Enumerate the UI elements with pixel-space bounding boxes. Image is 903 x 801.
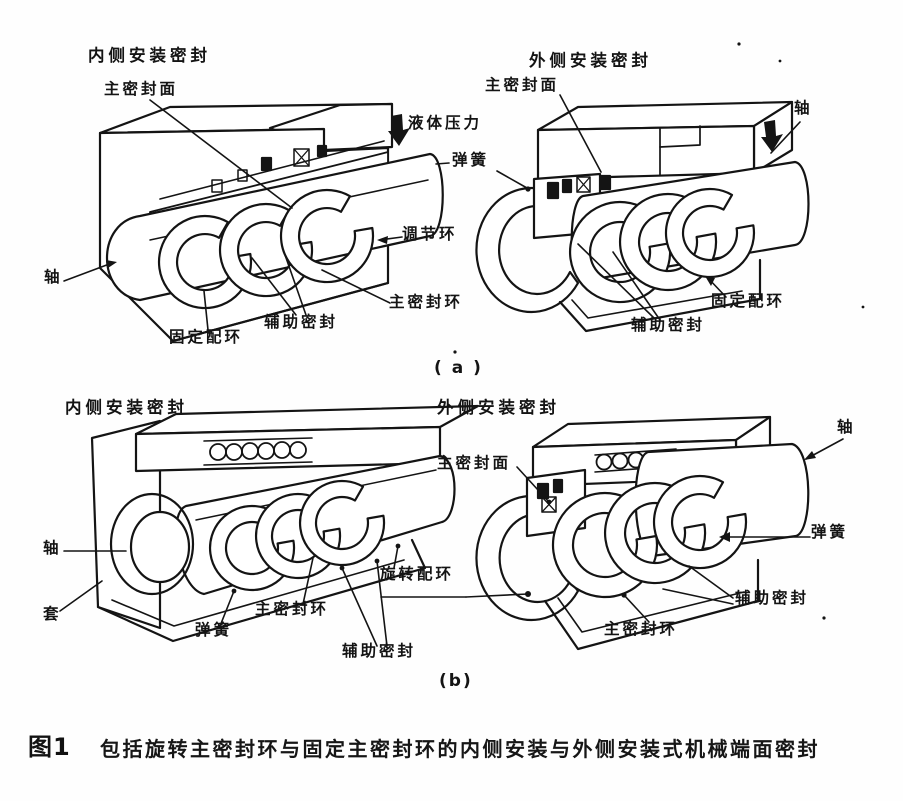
caption-number: 图1 bbox=[28, 733, 71, 761]
diagram-b-left-inner-seal bbox=[92, 406, 478, 641]
label-title-inner-a: 内侧安装密封 bbox=[88, 46, 211, 65]
label-main-seal-face-a-left: 主密封面 bbox=[104, 80, 179, 98]
label-shaft-a-right: 轴 bbox=[794, 99, 813, 117]
leader-arrowheads bbox=[106, 186, 816, 598]
label-main-seal-ring-a: 主密封环 bbox=[389, 293, 464, 311]
label-fixed-mating-ring-a-left: 固定配环 bbox=[169, 328, 244, 346]
pressure-arrow-a-right bbox=[761, 120, 783, 152]
diagram-a-right-outer-seal bbox=[476, 102, 808, 331]
pressure-arrow-a-left bbox=[388, 114, 410, 146]
label-title-inner-b: 内侧安装密封 bbox=[65, 398, 188, 417]
leader-lines bbox=[60, 95, 843, 646]
label-marker-b: (b) bbox=[439, 671, 473, 691]
label-shaft-a-left: 轴 bbox=[44, 268, 63, 286]
scan-specks bbox=[453, 42, 865, 620]
label-fixed-mating-ring-a-right: 固定配环 bbox=[711, 292, 786, 310]
label-aux-seal-a-left: 辅助密封 bbox=[264, 313, 339, 331]
label-spring-a: 弹簧 bbox=[452, 151, 490, 169]
label-marker-a: ( a ) bbox=[434, 358, 483, 378]
label-main-seal-ring-b-right: 主密封环 bbox=[604, 620, 679, 638]
label-liquid-pressure: 液体压力 bbox=[408, 114, 483, 132]
label-main-seal-ring-b-left: 主密封环 bbox=[255, 600, 330, 618]
label-main-seal-face-a-right: 主密封面 bbox=[485, 76, 560, 94]
label-shaft-b-right: 轴 bbox=[837, 418, 856, 436]
label-title-outer-a: 外侧安装密封 bbox=[529, 51, 652, 70]
label-rotating-mating-ring: 旋转配环 bbox=[380, 565, 455, 583]
label-aux-seal-a-right: 辅助密封 bbox=[631, 316, 706, 334]
label-adjusting-ring: 调节环 bbox=[402, 225, 458, 243]
caption-text: 包括旋转主密封环与固定主密封环的内侧安装与外侧安装式机械端面密封 bbox=[100, 737, 820, 761]
diagram-b-right-outer-seal bbox=[476, 417, 808, 649]
label-spring-b-left: 弹簧 bbox=[195, 621, 233, 639]
label-sleeve-b-left: 套 bbox=[43, 605, 62, 623]
label-aux-seal-b-left: 辅助密封 bbox=[342, 642, 417, 660]
label-spring-b-right: 弹簧 bbox=[811, 523, 849, 541]
label-aux-seal-b-right: 辅助密封 bbox=[735, 589, 810, 607]
label-main-seal-face-b-right: 主密封面 bbox=[437, 454, 512, 472]
pressure-arrow-icons bbox=[388, 114, 783, 152]
label-title-outer-b: 外侧安装密封 bbox=[437, 398, 560, 417]
diagram-a-left-inner-seal bbox=[100, 104, 443, 341]
label-shaft-b-left: 轴 bbox=[43, 539, 62, 557]
